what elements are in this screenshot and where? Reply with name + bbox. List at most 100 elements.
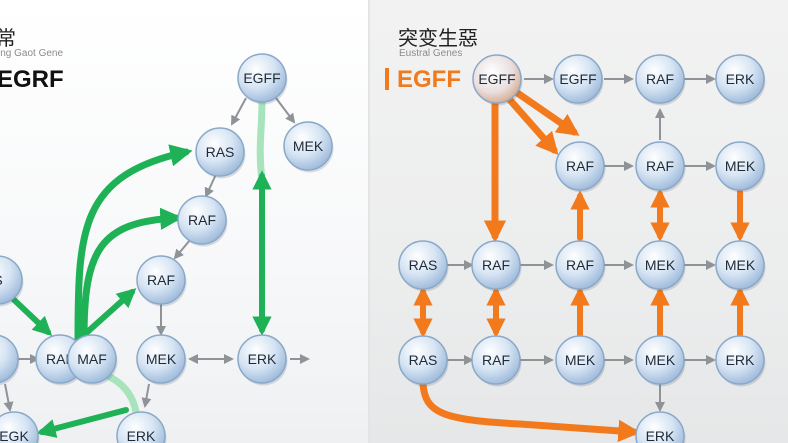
node-erk-11: ERK [237,334,288,386]
node-circle [177,195,227,245]
node-mek-11: MEK [635,240,686,292]
node-circle [398,240,448,290]
node-circle [136,255,186,305]
node-circle [635,335,685,385]
node-mek-15: MEK [555,335,606,387]
node-raf-5: RAF [555,141,606,193]
orange-arrow [419,381,641,443]
node-label: EGFF [559,71,596,87]
node-label: ERK [726,71,755,87]
mutant-gene-label: EGFF [397,66,461,93]
node-mek-3: MEK [283,121,334,173]
node-label: EGFF [243,70,280,86]
green-arrow [81,288,137,338]
node-circle [283,121,333,171]
node-circle [471,335,521,385]
green-arrow [7,293,53,336]
green-arrow [36,407,129,438]
node-label: MEK [645,257,676,273]
node-label: ERK [248,351,277,367]
node-circle [555,141,605,191]
orange-arrow [512,88,580,136]
mutant-pathway-diagram: EGFF EGFF RAF ERK RAF RAF MEK RAS RAF RAF MEK MEK RA… [398,54,766,443]
node-label: MEK [293,138,324,154]
node-ras-2: RAS [195,127,246,179]
node-circle [471,240,521,290]
node-egff-1: EGFF [237,53,288,105]
node-erk-4: ERK [715,54,766,106]
node-label: RAF [482,352,510,368]
node-label: MEK [645,352,676,368]
node-label: ERK [726,352,755,368]
node-label: MAF [77,351,107,367]
node-label: RAF [566,257,594,273]
gray-arrow [275,97,296,124]
normal-panel-title: 常 [0,26,16,50]
node-raf-10: RAF [555,240,606,292]
node-mek-7: MEK [715,141,766,193]
node-circle [0,255,23,305]
node-raf-5: RAF [136,255,187,307]
node-circle [237,334,287,384]
node-label: MEK [725,257,756,273]
gray-arrow [231,97,247,126]
node-label: RAF [188,212,216,228]
mutant-gene-marker [385,68,389,90]
node-circle [635,54,685,104]
node-circle [715,335,765,385]
node-circle [553,54,603,104]
node-label: RAF [147,272,175,288]
node-mek-10: MEK [136,334,187,386]
node-label: RAF [566,158,594,174]
node-label: RAS [409,352,438,368]
node-label: ERK [127,428,156,443]
node-label: EGK [0,428,29,443]
node-egff-1: EGFF [472,54,523,106]
normal-node-layer: EGFFRASMEKRAFRAFSSRAFMAFMEKERKEGKERK [0,53,334,443]
green-arrow [74,144,193,344]
green-arrow [80,207,183,342]
node-circle [116,411,166,443]
node-label: RAS [206,144,235,160]
node-mek-16: MEK [635,335,686,387]
normal-gene-panel: 常 ing Gaot Gene EGRF [0,0,368,443]
node-circle [0,411,39,443]
node-raf-14: RAF [471,335,522,387]
node-circle [136,334,186,384]
node-circle [237,53,287,103]
node-label: MEK [146,351,177,367]
normal-panel-subtitle: ing Gaot Gene [0,48,64,59]
mutant-node-layer: EGFF EGFF RAF ERK RAF RAF MEK RAS RAF RAF MEK MEK RA… [398,54,766,443]
node-circle [67,334,117,384]
node-s-6: S [0,255,24,307]
node-erk-13: ERK [116,411,167,443]
mutant-panel-subtitle: Eustral Genes [399,48,463,59]
node-raf-6: RAF [635,141,686,193]
mutant-panel-title: 突变生惡 [398,26,478,50]
node-circle [715,54,765,104]
node-label: RAS [409,257,438,273]
node-circle [0,334,19,384]
node-label: ERK [646,428,675,443]
node-label: RAF [482,257,510,273]
node-circle [635,411,685,443]
node-circle [195,127,245,177]
gray-arrow [3,383,14,412]
node-maf-9: MAF [67,334,118,386]
node-label: MEK [565,352,596,368]
node-label: EGFF [478,71,515,87]
node-circle [555,335,605,385]
node-erk-17: ERK [715,335,766,387]
node-raf-9: RAF [471,240,522,292]
node-mek-12: MEK [715,240,766,292]
node-circle [635,240,685,290]
node-s-7: S [0,334,20,386]
node-raf-4: RAF [177,195,228,247]
node-ras-13: RAS [398,335,449,387]
gray-arrow [173,239,191,260]
node-label: S [0,272,3,288]
mutant-gene-panel: 突变生惡 Eustral Genes EGFF [370,0,788,443]
node-ras-8: RAS [398,240,449,292]
node-circle [715,141,765,191]
